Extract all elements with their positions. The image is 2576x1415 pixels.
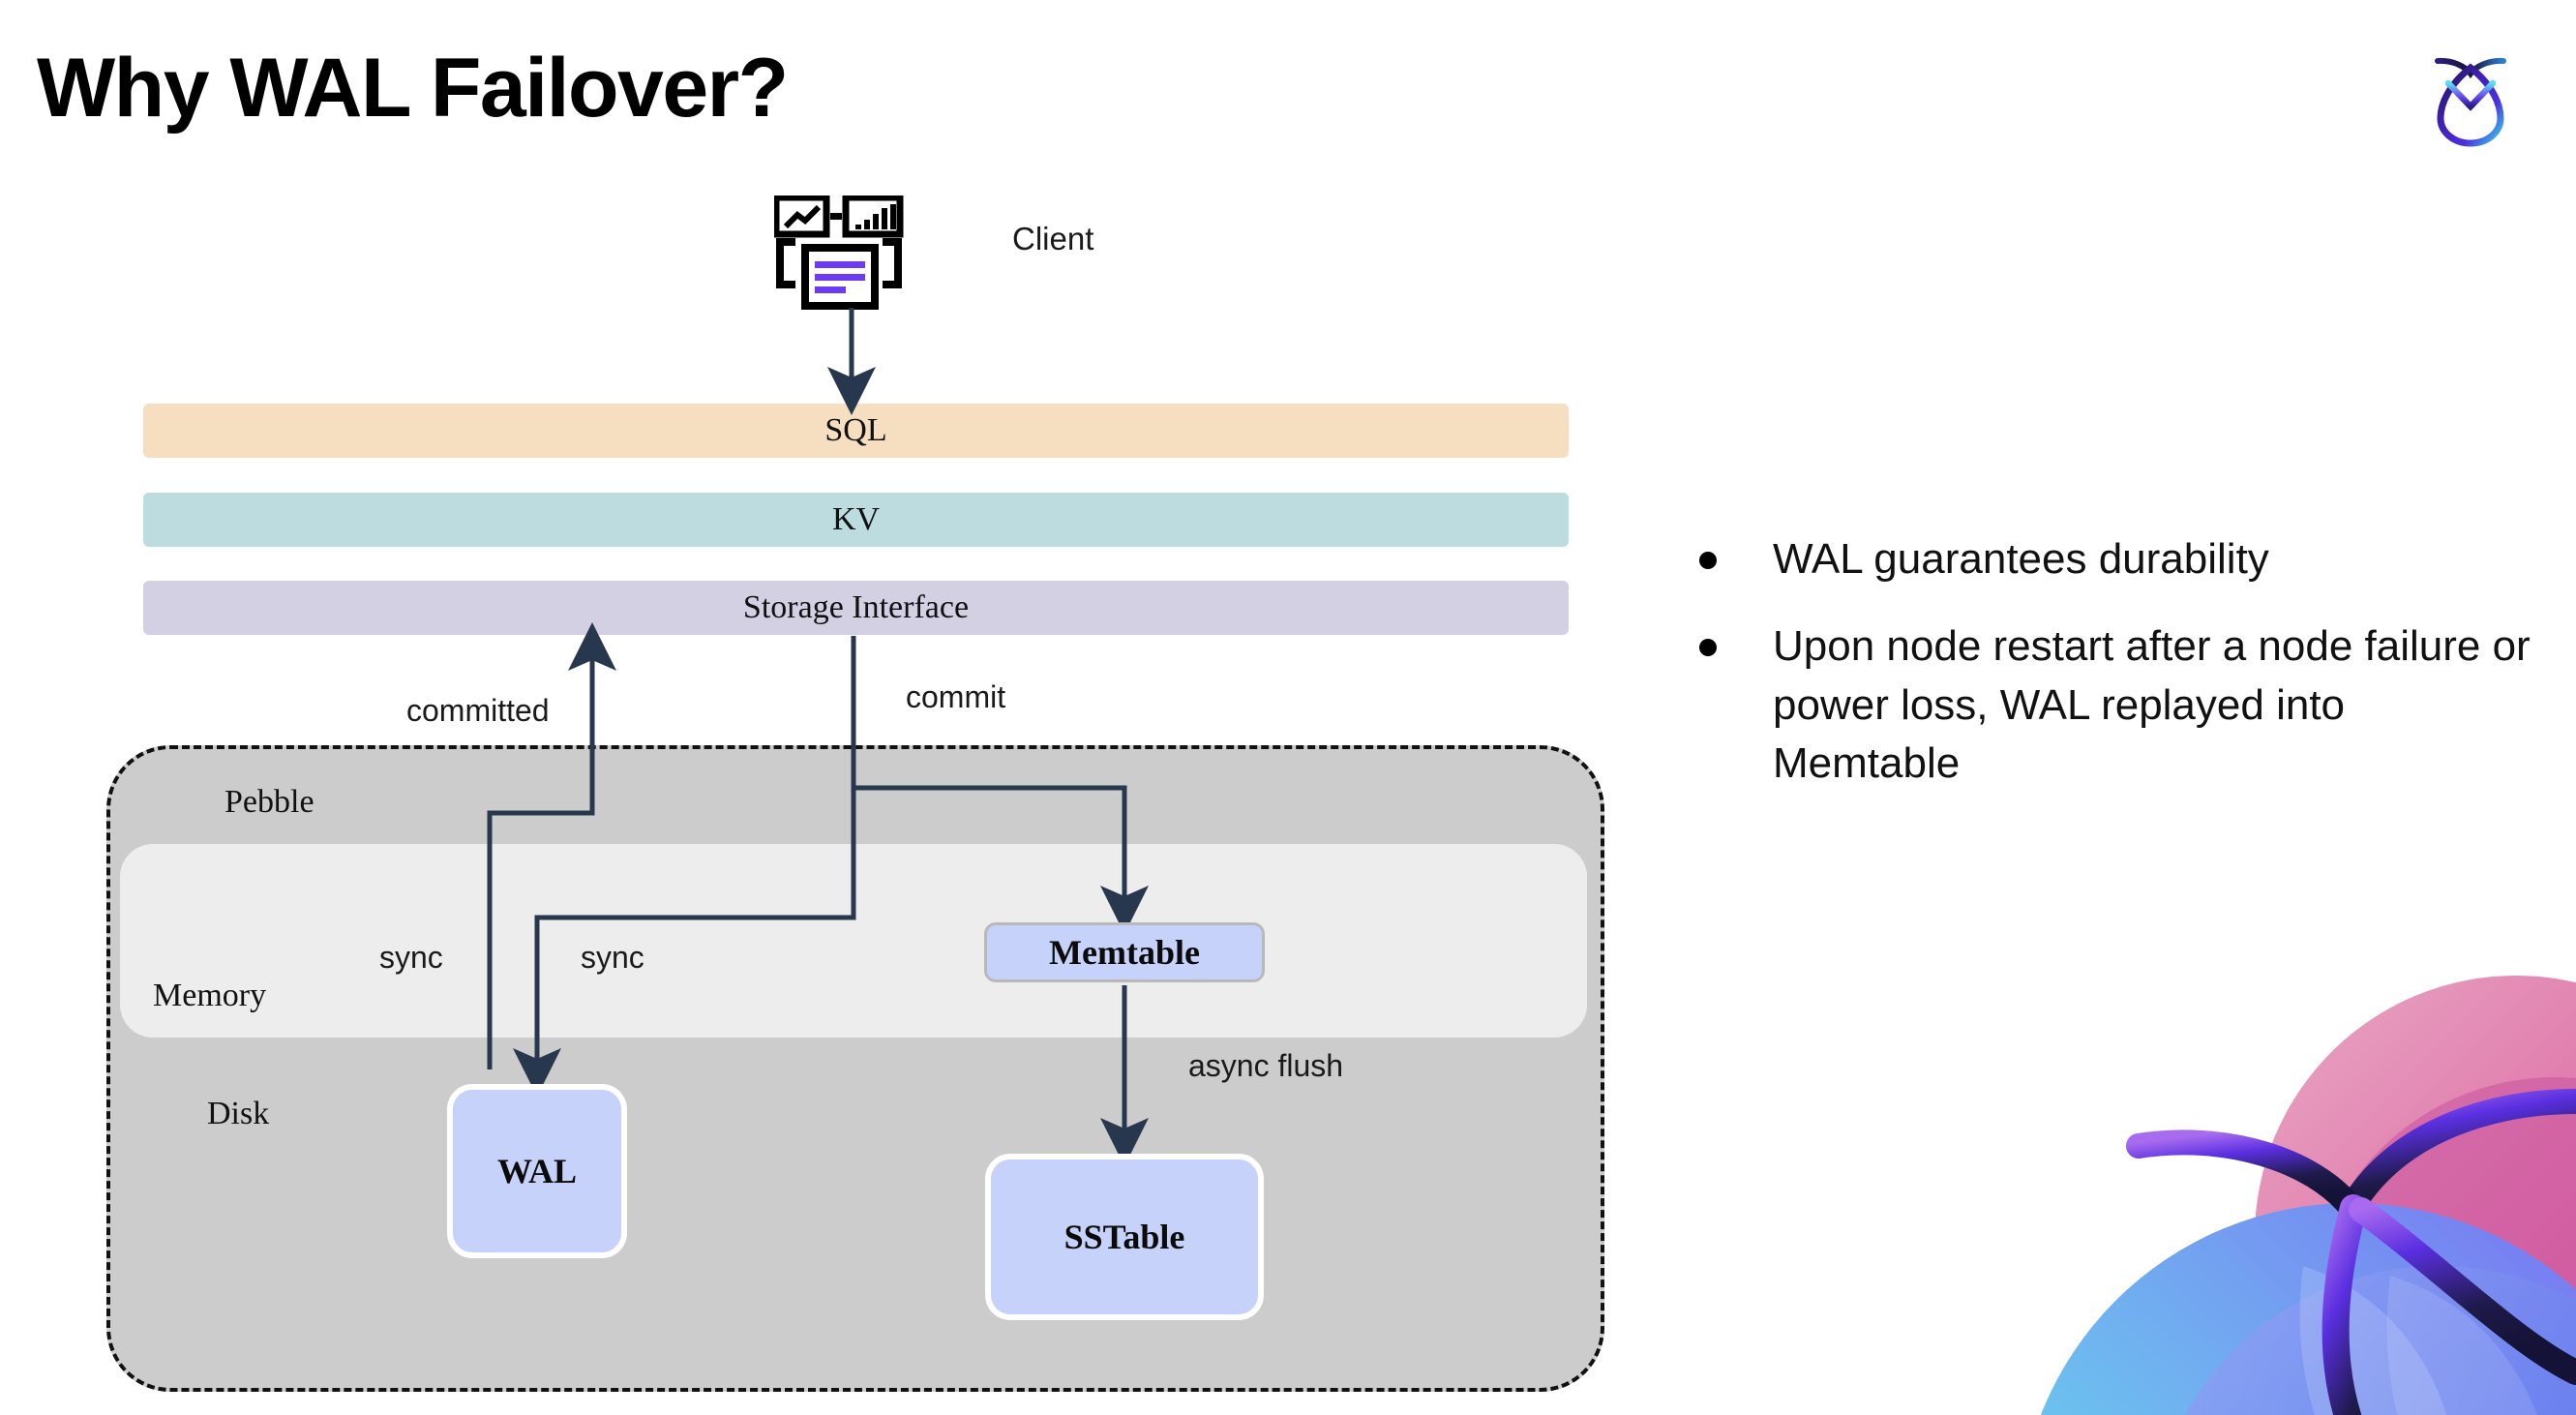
pebble-label: Pebble bbox=[225, 784, 315, 820]
architecture-diagram: Client SQL KV Storage Interface Pebble M… bbox=[106, 194, 1604, 1392]
bullet-dot-icon bbox=[1699, 639, 1717, 657]
layer-bar-kv: KV bbox=[143, 493, 1569, 547]
memory-label: Memory bbox=[153, 978, 267, 1013]
bullet-text: WAL guarantees durability bbox=[1773, 535, 2269, 583]
list-item: Upon node restart after a node failure o… bbox=[1699, 617, 2531, 793]
node-sstable[interactable]: SSTable bbox=[985, 1154, 1264, 1320]
disk-label: Disk bbox=[207, 1096, 270, 1131]
edge-label-committed: committed bbox=[406, 693, 550, 728]
node-wal[interactable]: WAL bbox=[447, 1084, 627, 1258]
edge-label-sync-1: sync bbox=[379, 940, 443, 975]
node-memtable[interactable]: Memtable bbox=[984, 922, 1265, 982]
bullet-dot-icon bbox=[1699, 552, 1717, 569]
memory-region bbox=[120, 844, 1587, 1038]
cockroach-watermark-icon bbox=[1935, 918, 2576, 1415]
edge-label-async-flush: async flush bbox=[1188, 1048, 1344, 1083]
layer-bar-sql: SQL bbox=[143, 404, 1569, 458]
list-item: WAL guarantees durability bbox=[1699, 530, 2531, 588]
cockroach-logo-icon bbox=[2411, 35, 2530, 153]
pebble-container bbox=[106, 745, 1604, 1392]
edge-label-commit: commit bbox=[906, 679, 1006, 714]
layer-bar-storage-interface: Storage Interface bbox=[143, 581, 1569, 635]
client-terminal-icon bbox=[772, 194, 929, 312]
bullet-list: WAL guarantees durability Upon node rest… bbox=[1699, 530, 2531, 822]
edge-label-sync-2: sync bbox=[581, 940, 644, 975]
client-label: Client bbox=[1012, 221, 1094, 256]
page-title: Why WAL Failover? bbox=[37, 42, 789, 135]
bullet-text: Upon node restart after a node failure o… bbox=[1773, 622, 2531, 787]
